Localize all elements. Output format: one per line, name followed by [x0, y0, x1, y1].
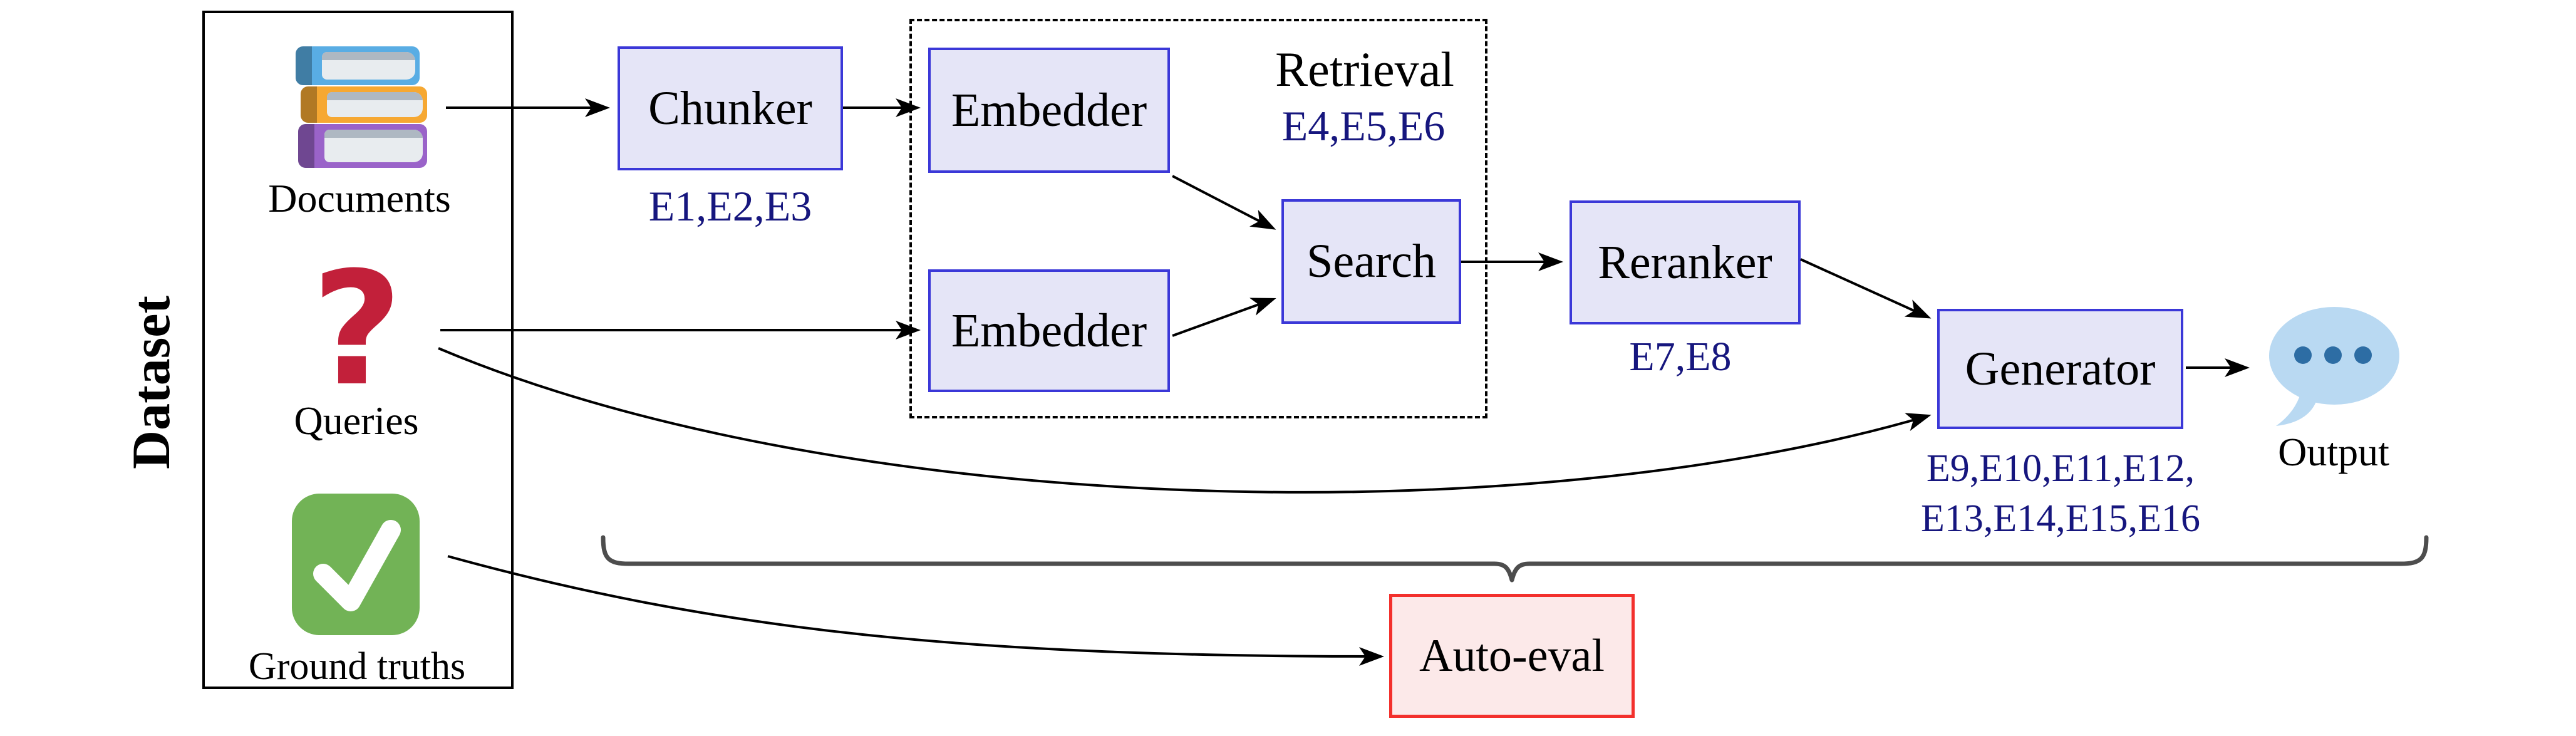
- brace: [601, 535, 2429, 583]
- checkmark-icon: [292, 494, 420, 635]
- generator-node: Generator: [1937, 309, 2183, 429]
- output-speech-bubble-icon: [2269, 307, 2399, 426]
- search-node: Search: [1281, 199, 1461, 324]
- arrow-reranker-to-generator: [1800, 258, 1932, 319]
- curve-ground-truths-to-auto-eval: [447, 555, 1384, 666]
- generator-experiments-line1: E9,E10,E11,E12,: [1926, 447, 2195, 490]
- book-purple-icon: [298, 124, 427, 168]
- output-label: Output: [2278, 430, 2389, 474]
- queries-label: Queries: [294, 398, 419, 443]
- book-orange-icon: [301, 86, 427, 123]
- auto-eval-node: Auto-eval: [1389, 594, 1635, 718]
- documents-books-icon: [289, 45, 431, 170]
- reranker-experiments-label: E7,E8: [1629, 334, 1732, 380]
- embedder-bottom-node: Embedder: [928, 269, 1170, 392]
- book-blue-icon: [296, 46, 420, 85]
- reranker-node: Reranker: [1570, 200, 1801, 324]
- generator-experiments-line2: E13,E14,E15,E16: [1921, 497, 2200, 540]
- retrieval-experiments-label: E4,E5,E6: [1281, 102, 1446, 150]
- ground-truths-label: Ground truths: [248, 645, 466, 688]
- question-mark-icon: ?: [311, 238, 403, 420]
- retrieval-group-label: Retrieval: [1275, 42, 1454, 96]
- chunker-experiments-label: E1,E2,E3: [648, 182, 812, 230]
- embedder-top-node: Embedder: [928, 48, 1170, 173]
- chunker-node: Chunker: [618, 46, 843, 170]
- dataset-panel-title: Dataset: [121, 295, 181, 469]
- documents-label: Documents: [268, 176, 451, 220]
